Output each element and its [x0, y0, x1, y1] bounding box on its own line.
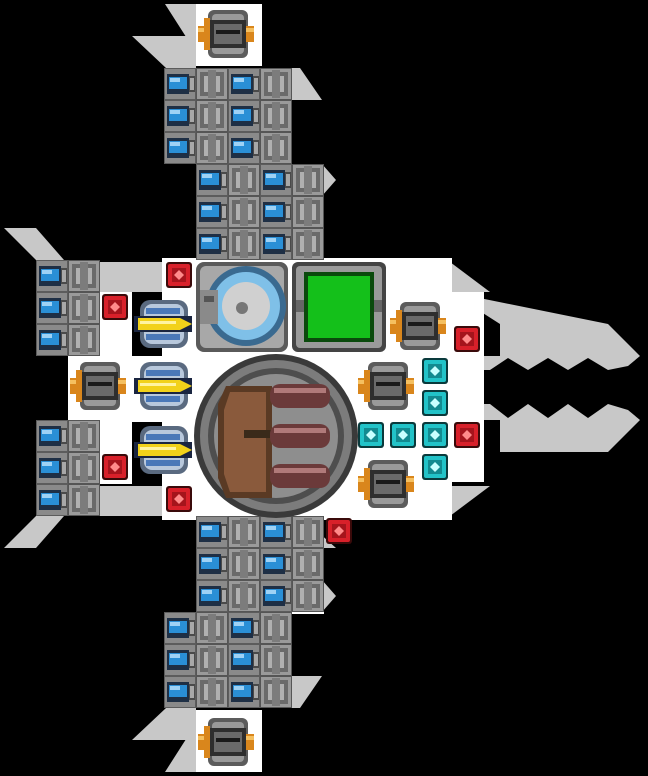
battery-module-icon[interactable]	[196, 228, 228, 260]
armor-module-icon[interactable]	[166, 486, 192, 512]
battery-module-icon[interactable]	[164, 132, 196, 164]
battery-module-icon[interactable]	[164, 100, 196, 132]
connector-block[interactable]	[196, 100, 228, 132]
battery-module-icon[interactable]	[260, 516, 292, 548]
battery-module-icon[interactable]	[196, 164, 228, 196]
connector-block[interactable]	[292, 516, 324, 548]
coolant-module-icon[interactable]	[422, 390, 448, 416]
armor-module-icon[interactable]	[326, 518, 352, 544]
battery-module-icon[interactable]	[36, 292, 68, 324]
battery-module-icon[interactable]	[228, 612, 260, 644]
battery-module-icon[interactable]	[36, 484, 68, 516]
connector-block[interactable]	[260, 100, 292, 132]
laser-cannon-icon[interactable]	[134, 362, 192, 410]
connector-block[interactable]	[196, 676, 228, 708]
connector-block[interactable]	[260, 68, 292, 100]
coolant-module-icon[interactable]	[422, 358, 448, 384]
command-screen-icon[interactable]	[292, 262, 386, 352]
armor-module-icon[interactable]	[102, 454, 128, 480]
armor-module-icon[interactable]	[454, 422, 480, 448]
connector-block[interactable]	[68, 292, 100, 324]
connector-block[interactable]	[260, 612, 292, 644]
connector-block[interactable]	[68, 452, 100, 484]
coolant-module-icon[interactable]	[422, 454, 448, 480]
connector-block[interactable]	[196, 644, 228, 676]
battery-module-icon[interactable]	[36, 324, 68, 356]
battery-module-icon[interactable]	[260, 548, 292, 580]
battery-module-icon[interactable]	[228, 68, 260, 100]
battery-module-icon[interactable]	[196, 548, 228, 580]
battery-module-icon[interactable]	[228, 132, 260, 164]
battery-module-icon[interactable]	[228, 676, 260, 708]
laser-cannon-icon[interactable]	[134, 426, 192, 474]
battery-module-icon[interactable]	[196, 196, 228, 228]
battery-module-icon[interactable]	[260, 228, 292, 260]
coolant-module-icon[interactable]	[422, 422, 448, 448]
battery-module-icon[interactable]	[260, 196, 292, 228]
battery-module-icon[interactable]	[228, 644, 260, 676]
battery-module-icon[interactable]	[36, 260, 68, 292]
connector-block[interactable]	[196, 68, 228, 100]
coolant-module-icon[interactable]	[358, 422, 384, 448]
connector-block[interactable]	[292, 196, 324, 228]
connector-block[interactable]	[292, 548, 324, 580]
reactor-core-icon[interactable]	[194, 354, 358, 518]
battery-module-icon[interactable]	[228, 100, 260, 132]
connector-block[interactable]	[228, 548, 260, 580]
laser-group	[134, 300, 192, 474]
connector-block[interactable]	[260, 676, 292, 708]
battery-module-icon[interactable]	[164, 676, 196, 708]
connector-block[interactable]	[228, 516, 260, 548]
battery-module-icon[interactable]	[196, 516, 228, 548]
connector-block[interactable]	[68, 420, 100, 452]
connector-block[interactable]	[260, 132, 292, 164]
connector-block[interactable]	[228, 164, 260, 196]
connector-block[interactable]	[228, 228, 260, 260]
battery-module-icon[interactable]	[36, 452, 68, 484]
connector-block[interactable]	[292, 228, 324, 260]
battery-module-icon[interactable]	[260, 580, 292, 612]
connector-block[interactable]	[292, 580, 324, 612]
battery-module-icon[interactable]	[164, 68, 196, 100]
armor-module-icon[interactable]	[102, 294, 128, 320]
connector-block[interactable]	[68, 484, 100, 516]
coolant-module-icon[interactable]	[390, 422, 416, 448]
connector-block[interactable]	[68, 324, 100, 356]
battery-module-icon[interactable]	[260, 164, 292, 196]
connector-block[interactable]	[260, 644, 292, 676]
connector-block[interactable]	[292, 164, 324, 196]
battery-module-icon[interactable]	[196, 580, 228, 612]
armor-module-icon[interactable]	[166, 262, 192, 288]
laser-cannon-icon[interactable]	[134, 300, 192, 348]
connector-block[interactable]	[228, 196, 260, 228]
battery-module-icon[interactable]	[36, 420, 68, 452]
connector-block[interactable]	[68, 260, 100, 292]
battery-module-icon[interactable]	[164, 644, 196, 676]
shield-generator-icon[interactable]	[196, 262, 288, 352]
connector-block[interactable]	[196, 132, 228, 164]
battery-module-icon[interactable]	[164, 612, 196, 644]
armor-module-icon[interactable]	[454, 326, 480, 352]
connector-block[interactable]	[196, 612, 228, 644]
connector-block[interactable]	[228, 580, 260, 612]
